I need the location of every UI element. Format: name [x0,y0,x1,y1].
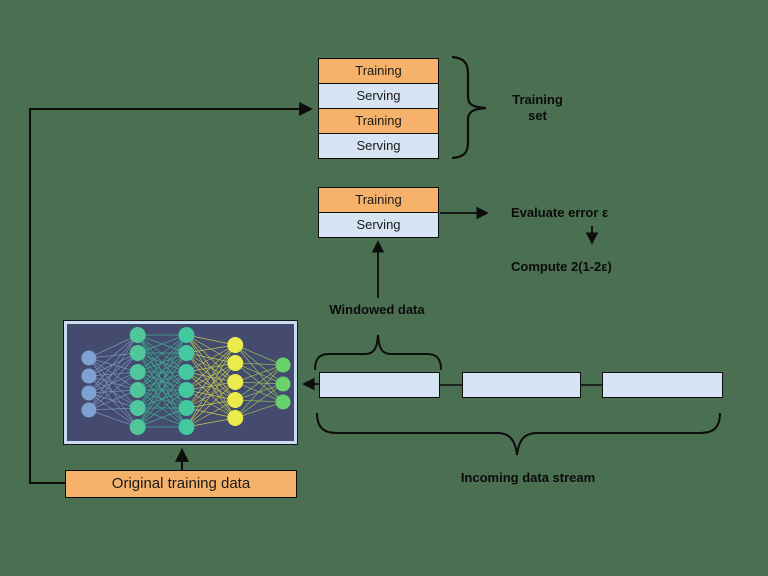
windowed-data-label: Windowed data [329,302,425,317]
nn-node [227,392,244,408]
training-stack-row-training-2: Training [318,108,439,134]
incoming-stream-brace [316,412,721,456]
nn-node [227,337,244,353]
nn-node [81,402,97,418]
training-stack-row-serving-1: Serving [318,83,439,109]
nn-node [178,327,195,343]
nn-node [227,410,244,426]
nn-node [178,382,195,398]
original-training-data-box: Original training data [65,470,297,498]
nn-node [178,364,195,380]
stream-box-3 [602,372,723,398]
incoming-data-stream-label: Incoming data stream [460,470,596,485]
nn-node [81,368,97,384]
nn-node [178,400,195,416]
nn-edges-layer-2 [137,334,187,428]
nn-node [227,355,244,371]
nn-edges-layer-1 [88,334,138,428]
nn-node [129,400,146,416]
neural-network-image [63,320,298,445]
nn-node [81,385,97,401]
window-pair-training: Training [318,187,439,213]
training-set-label: Training set [512,92,563,123]
nn-node [275,394,291,410]
neural-network-graphic [67,324,294,441]
nn-node [275,357,291,373]
nn-node [275,376,291,392]
nn-node [81,350,97,366]
stream-box-1 [319,372,440,398]
nn-node [129,364,146,380]
stream-box-2 [462,372,581,398]
training-stack-row-serving-2: Serving [318,133,439,159]
nn-node [129,327,146,343]
window-pair-serving: Serving [318,212,439,238]
training-set-brace [451,55,487,160]
nn-node [178,419,195,435]
nn-node [129,345,146,361]
nn-node [178,345,195,361]
nn-node [227,374,244,390]
evaluate-error-label: Evaluate error ε [511,205,609,220]
nn-node [129,382,146,398]
training-stack-row-training-1: Training [318,58,439,84]
nn-node [129,419,146,435]
windowed-data-brace [314,334,442,371]
compute-label: Compute 2(1-2ε) [511,259,612,274]
